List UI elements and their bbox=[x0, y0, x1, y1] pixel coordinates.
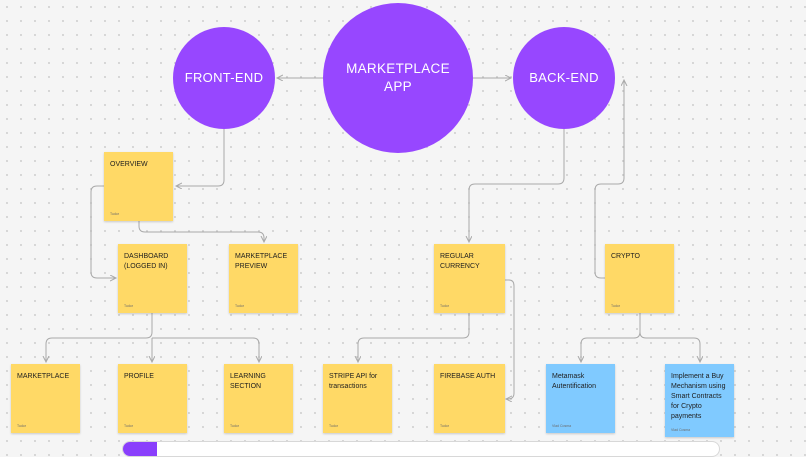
marketplace-app-node[interactable]: MARKETPLACE APP bbox=[323, 3, 473, 153]
connector-regular-to-stripe bbox=[358, 313, 470, 362]
note-author: Tudor bbox=[329, 424, 339, 428]
note-text: Metamask Autentification bbox=[552, 373, 596, 390]
note-text: PROFILE bbox=[124, 373, 154, 380]
note-text: STRIPE API for transactions bbox=[329, 373, 378, 390]
note-author: Tudor bbox=[440, 424, 450, 428]
learning-section-note[interactable]: LEARNING SECTION Tudor bbox=[224, 364, 293, 433]
note-author: Tudor bbox=[17, 424, 27, 428]
connector-overview-to-preview bbox=[138, 221, 264, 242]
connector-backend-to-regular bbox=[469, 128, 565, 242]
note-author: Tudor bbox=[440, 304, 450, 308]
firebase-auth-note[interactable]: FIREBASE AUTH Tudor bbox=[434, 364, 505, 433]
back-end-node[interactable]: BACK-END bbox=[513, 27, 615, 129]
connector-overview-to-dashboard bbox=[90, 185, 116, 278]
marketplace-preview-note[interactable]: MARKETPLACE PREVIEW Tudor bbox=[229, 244, 298, 313]
note-author: Tudor bbox=[230, 424, 240, 428]
note-text: CRYPTO bbox=[611, 253, 640, 260]
note-text: FIREBASE AUTH bbox=[440, 373, 496, 380]
buy-mechanism-note[interactable]: Implement a Buy Mechanism using Smart Co… bbox=[665, 364, 734, 437]
stripe-api-note[interactable]: STRIPE API for transactions Tudor bbox=[323, 364, 392, 433]
note-author: Tudor bbox=[110, 212, 120, 216]
bottom-toolbar[interactable] bbox=[122, 441, 720, 457]
overview-note[interactable]: OVERVIEW Tudor bbox=[104, 152, 173, 221]
note-text: Implement a Buy Mechanism using Smart Co… bbox=[671, 373, 726, 420]
note-author: Tudor bbox=[124, 424, 134, 428]
connector-regular-to-firebase bbox=[505, 279, 515, 399]
note-text: MARKETPLACE PREVIEW bbox=[235, 253, 288, 270]
profile-note[interactable]: PROFILE Tudor bbox=[118, 364, 187, 433]
note-author: Tudor bbox=[611, 304, 621, 308]
note-author: Vlad Cosma bbox=[671, 428, 691, 432]
note-text: MARKETPLACE bbox=[17, 373, 70, 380]
note-author: Vlad Cosma bbox=[552, 424, 572, 428]
metamask-note[interactable]: Metamask Autentification Vlad Cosma bbox=[546, 364, 615, 433]
regular-currency-note[interactable]: REGULAR CURRENCY Tudor bbox=[434, 244, 505, 313]
note-author: Tudor bbox=[235, 304, 245, 308]
note-text: REGULAR CURRENCY bbox=[440, 253, 480, 270]
note-text: DASHBOARD (LOGGED IN) bbox=[124, 253, 169, 270]
connector-frontend-to-overview bbox=[176, 128, 225, 186]
dashboard-note[interactable]: DASHBOARD (LOGGED IN) Tudor bbox=[118, 244, 187, 313]
note-text: LEARNING SECTION bbox=[230, 373, 266, 390]
marketplace-note[interactable]: MARKETPLACE Tudor bbox=[11, 364, 80, 433]
front-end-node[interactable]: FRONT-END bbox=[173, 27, 275, 129]
connector-crypto-trunk bbox=[580, 313, 701, 362]
connector-crypto-to-backend bbox=[594, 80, 624, 279]
note-author: Tudor bbox=[124, 304, 134, 308]
note-text: OVERVIEW bbox=[110, 161, 148, 168]
crypto-note[interactable]: CRYPTO Tudor bbox=[605, 244, 674, 313]
toolbar-accent-button[interactable] bbox=[123, 442, 157, 456]
connector-dashboard-trunk bbox=[45, 313, 260, 362]
